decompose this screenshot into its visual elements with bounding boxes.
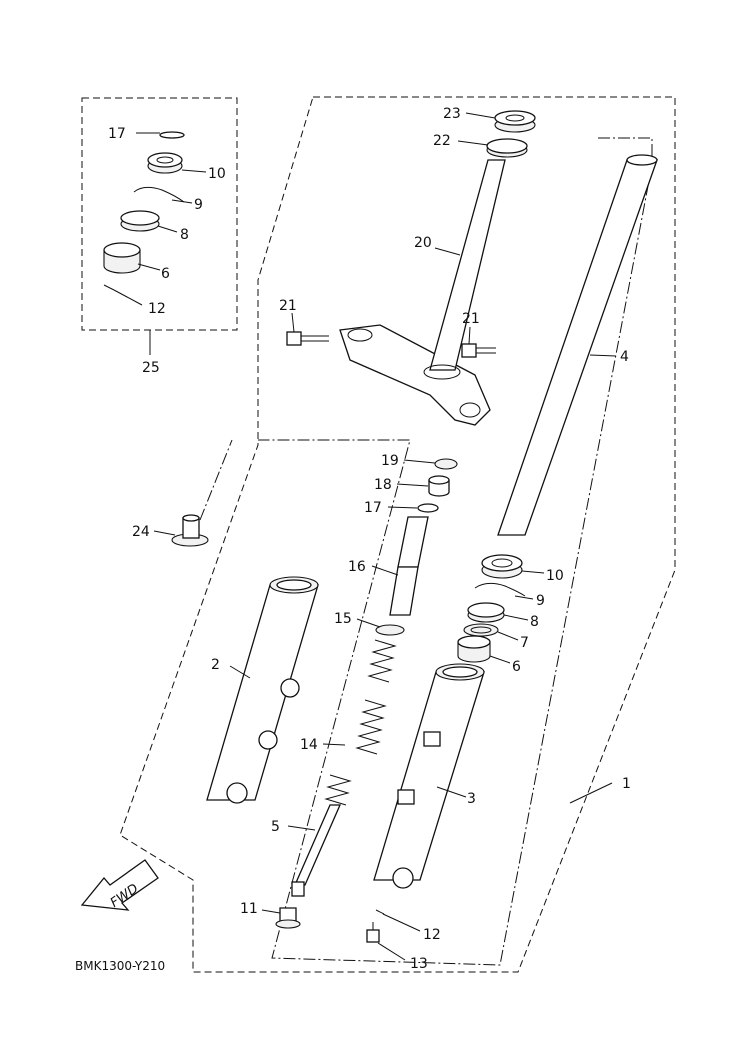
part-19-cap [434,458,458,470]
part-8-washer [467,602,505,623]
part-24-cap [171,514,209,547]
callout-23: 23 [443,106,461,122]
part-6-bushing [457,635,491,663]
callout-10: 10 [208,166,226,182]
callout-6: 6 [512,659,521,675]
kit-washer [120,210,160,232]
part-13-bolt [366,922,380,943]
callout-21-right: 21 [462,311,480,327]
part-10-oil-seal [481,554,523,579]
part-3-outer-tube [373,663,485,889]
part-21-bolt-left [286,331,329,346]
callout-5: 5 [271,819,280,835]
outline-24 [199,439,233,521]
callout-1: 1 [622,776,631,792]
part-4-inner-tube [497,154,658,536]
callout-25: 25 [142,360,160,376]
part-11-piece [275,907,301,929]
assembly-outline-1 [119,96,676,973]
callout-9: 9 [536,593,545,609]
callout-10: 10 [546,568,564,584]
callout-18: 18 [374,477,392,493]
part-18-bolt [428,475,450,497]
callout-9: 9 [194,197,203,213]
part-7-bushing [463,623,499,637]
callout-14: 14 [300,737,318,753]
part-15-washer [375,624,405,636]
callout-12: 12 [423,927,441,943]
callout-3: 3 [467,791,476,807]
callout-11: 11 [240,901,258,917]
callout-8: 8 [180,227,189,243]
kit-oil-seal [147,152,183,174]
kit-clip [133,186,185,203]
callout-17: 17 [364,500,382,516]
callout-6: 6 [161,266,170,282]
kit-pin [103,284,115,291]
callout-15: 15 [334,611,352,627]
part-5-damper-rod [291,774,352,897]
part-14-spring [355,639,397,755]
diagram-code: BMK1300-Y210 [75,959,165,973]
callout-8: 8 [530,614,539,630]
part-23-nut [494,110,536,133]
callout-4: 4 [620,349,629,365]
part-20-under-bracket [339,159,506,426]
callout-20: 20 [414,235,432,251]
part-22-bearing [486,138,528,158]
part-21-bolt-right [461,343,496,358]
inner-tube-outline [258,137,653,966]
callout-2: 2 [211,657,220,673]
callout-7: 7 [520,635,529,651]
callout-22: 22 [433,133,451,149]
callout-12: 12 [148,301,166,317]
kit-bushing [103,242,141,274]
forward-direction-arrow: FWD [80,859,159,911]
kit-box-25: 25 17 10 9 8 6 12 [81,97,238,376]
part-12-pin [375,909,385,915]
callout-13: 13 [410,956,428,972]
kit-oil-seal-ring [159,131,185,139]
part-9-clip [474,582,526,597]
callout-16: 16 [348,559,366,575]
callout-24: 24 [132,524,150,540]
callout-17: 17 [108,126,126,142]
callout-19: 19 [381,453,399,469]
part-2-outer-tube [206,576,319,804]
callout-21-left: 21 [279,298,297,314]
part-17-o-ring [417,503,439,513]
part-16-spacer [389,516,429,616]
